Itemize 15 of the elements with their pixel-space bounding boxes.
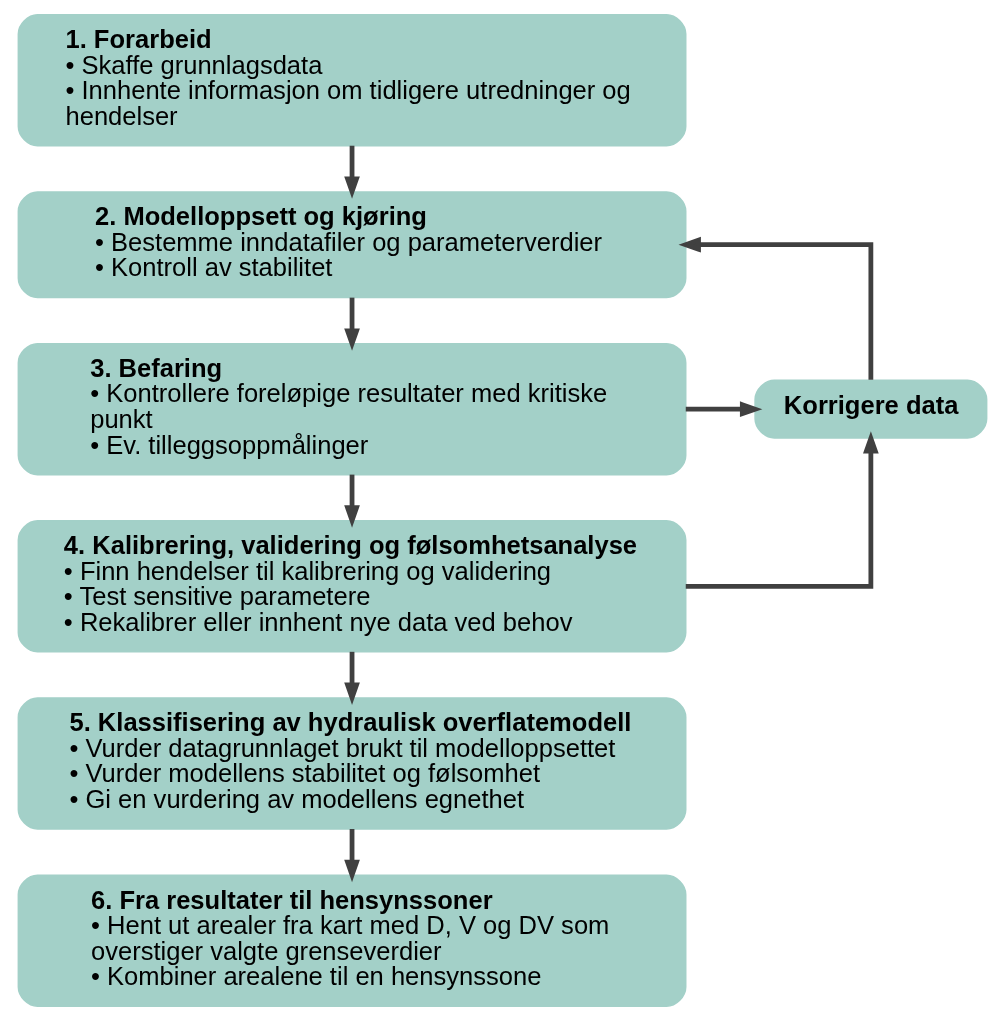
node-box: 3. Befaring • Kontrollere foreløpige resultater med kritiske punkt • Ev. tilleggsoppmålinger [17,342,687,476]
node-box: 6. Fra resultater til hensynssoner • Hent ut arealer fra kart med D, V og DV som overstiger valgte grenseverdier • Kombiner arealene til en hensynssone [17,874,687,1007]
arrow [344,829,360,883]
arrow [344,474,360,528]
arrow [685,401,763,417]
arrow [685,431,879,589]
node-box: 1. Forarbeid • Skaffe grunnlagsdata • Innhente informasjon om tidligere utredninger og hendelser [17,14,687,147]
node-box: 2. Modelloppsett og kjøring • Bestemme inndatafiler og parameterverdier • Kontroll av stabilitet [17,191,687,299]
arrow [344,651,360,705]
arrow [678,236,874,380]
node-box: 5. Klassifisering av hydraulisk overflatemodell • Vurder datagrunnlaget brukt til modelloppsettet • Vurder modellens stabilitet og følsomhet • Gi en vurdering av modellens egnethet [17,697,687,830]
arrow [344,145,360,199]
arrow [344,297,360,351]
node-box: Korrigere data [754,379,988,439]
node-box: 4. Kalibrering, validering og følsomhetsanalyse • Finn hendelser til kalibrering og validering • Test sensitive parametere • Rekalibrer eller innhent nye data ved behov [17,520,687,653]
